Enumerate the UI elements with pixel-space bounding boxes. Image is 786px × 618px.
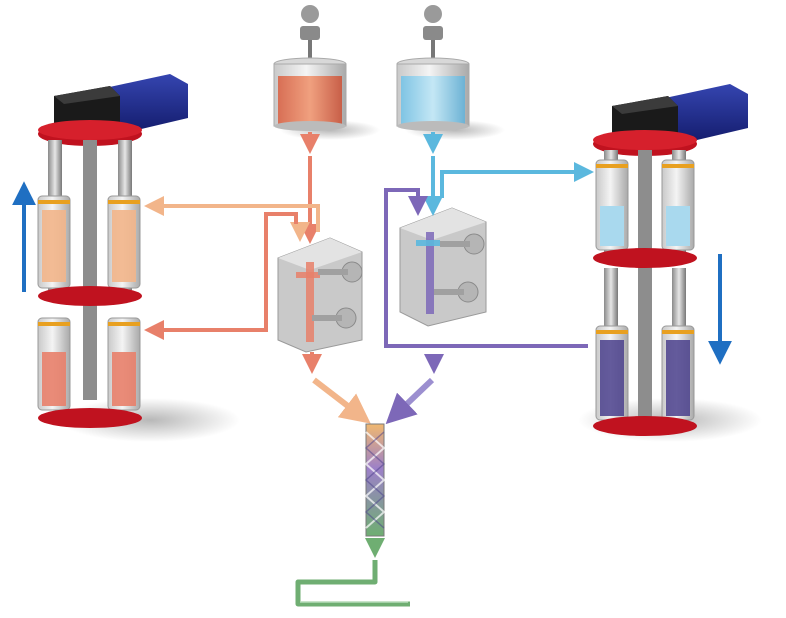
right-lower-ring-a (596, 330, 628, 334)
flow-valve-a-to-left-upper (144, 196, 320, 232)
tank-a-agitator-motor (301, 5, 319, 23)
left-upper-fluid-b (112, 210, 136, 282)
valve-block-a (277, 237, 363, 353)
left-upper-ring-b (108, 200, 140, 204)
right-upper-ring-b (662, 164, 694, 168)
right-upper-ring-a (596, 164, 628, 168)
tank-b-bottom (397, 121, 469, 131)
static-mixer (364, 423, 386, 558)
right-lower-ring-b (662, 330, 694, 334)
flow-a-to-mixer (312, 377, 371, 424)
nozzle-pipe (295, 560, 410, 607)
reservoir-b (396, 5, 505, 140)
flow-lines-b (384, 132, 594, 425)
left-screw (83, 140, 97, 400)
right-upper-fluid-a (600, 206, 624, 246)
valve-a-channel-v (306, 262, 314, 342)
mixer-helix (364, 431, 386, 529)
metering-pump-left (11, 74, 240, 442)
metering-pump-right (578, 84, 762, 442)
tank-a-agitator-base (300, 26, 320, 40)
tank-a-bottom (274, 121, 346, 131)
tank-b-agitator-base (423, 26, 443, 40)
left-lower-ring-a (38, 322, 70, 326)
right-top-plate-face (593, 130, 697, 150)
left-motor-head-top (54, 86, 120, 104)
right-mid-plate (593, 248, 697, 268)
flow-right-lower-to-valve-b (384, 188, 588, 348)
flow-valve-a-to-left-lower (144, 212, 298, 340)
right-bottom-plate (593, 416, 697, 436)
flow-lines-a (144, 132, 371, 424)
mixer-helix-b (364, 431, 386, 529)
right-lower-fluid-a (600, 340, 624, 416)
valve-a-stem-1 (318, 269, 348, 275)
valve-b-stem-1 (440, 241, 470, 247)
left-lower-fluid-b (112, 352, 136, 406)
valve-b-channel-h1 (416, 240, 440, 246)
valve-b-top (400, 208, 486, 240)
right-rod-c (604, 268, 618, 328)
tank-a-shaft (308, 40, 312, 70)
tank-b-fluid (401, 76, 465, 124)
right-rod-d (672, 268, 686, 328)
left-bottom-plate (38, 408, 142, 428)
left-upper-ring-a (38, 200, 70, 204)
right-motor-head-top (612, 96, 678, 114)
tank-b-shaft (431, 40, 435, 70)
flow-valve-b-to-right-upper (440, 162, 594, 198)
left-motor-housing (105, 74, 188, 134)
left-mid-plate (38, 286, 142, 306)
tank-b-agitator-motor (424, 5, 442, 23)
flow-b-to-mixer (385, 377, 435, 425)
valve-block-b (399, 207, 487, 327)
valve-a-channel-h1 (296, 272, 320, 278)
tank-a-fluid (278, 76, 342, 124)
right-screw (638, 150, 652, 420)
valve-a-top (278, 238, 362, 270)
right-motor-housing (665, 84, 748, 144)
left-lower-ring-b (108, 322, 140, 326)
left-top-plate-face (38, 120, 142, 140)
valve-b-channel-v (426, 232, 434, 314)
left-lower-fluid-a (42, 352, 66, 406)
dispense-nozzle (295, 560, 410, 607)
reservoir-a (273, 5, 380, 140)
valve-b-stem-2 (434, 289, 464, 295)
right-upper-fluid-b (666, 206, 690, 246)
left-upper-fluid-a (42, 210, 66, 282)
valve-a-stem-2 (312, 315, 342, 321)
right-lower-fluid-b (666, 340, 690, 416)
